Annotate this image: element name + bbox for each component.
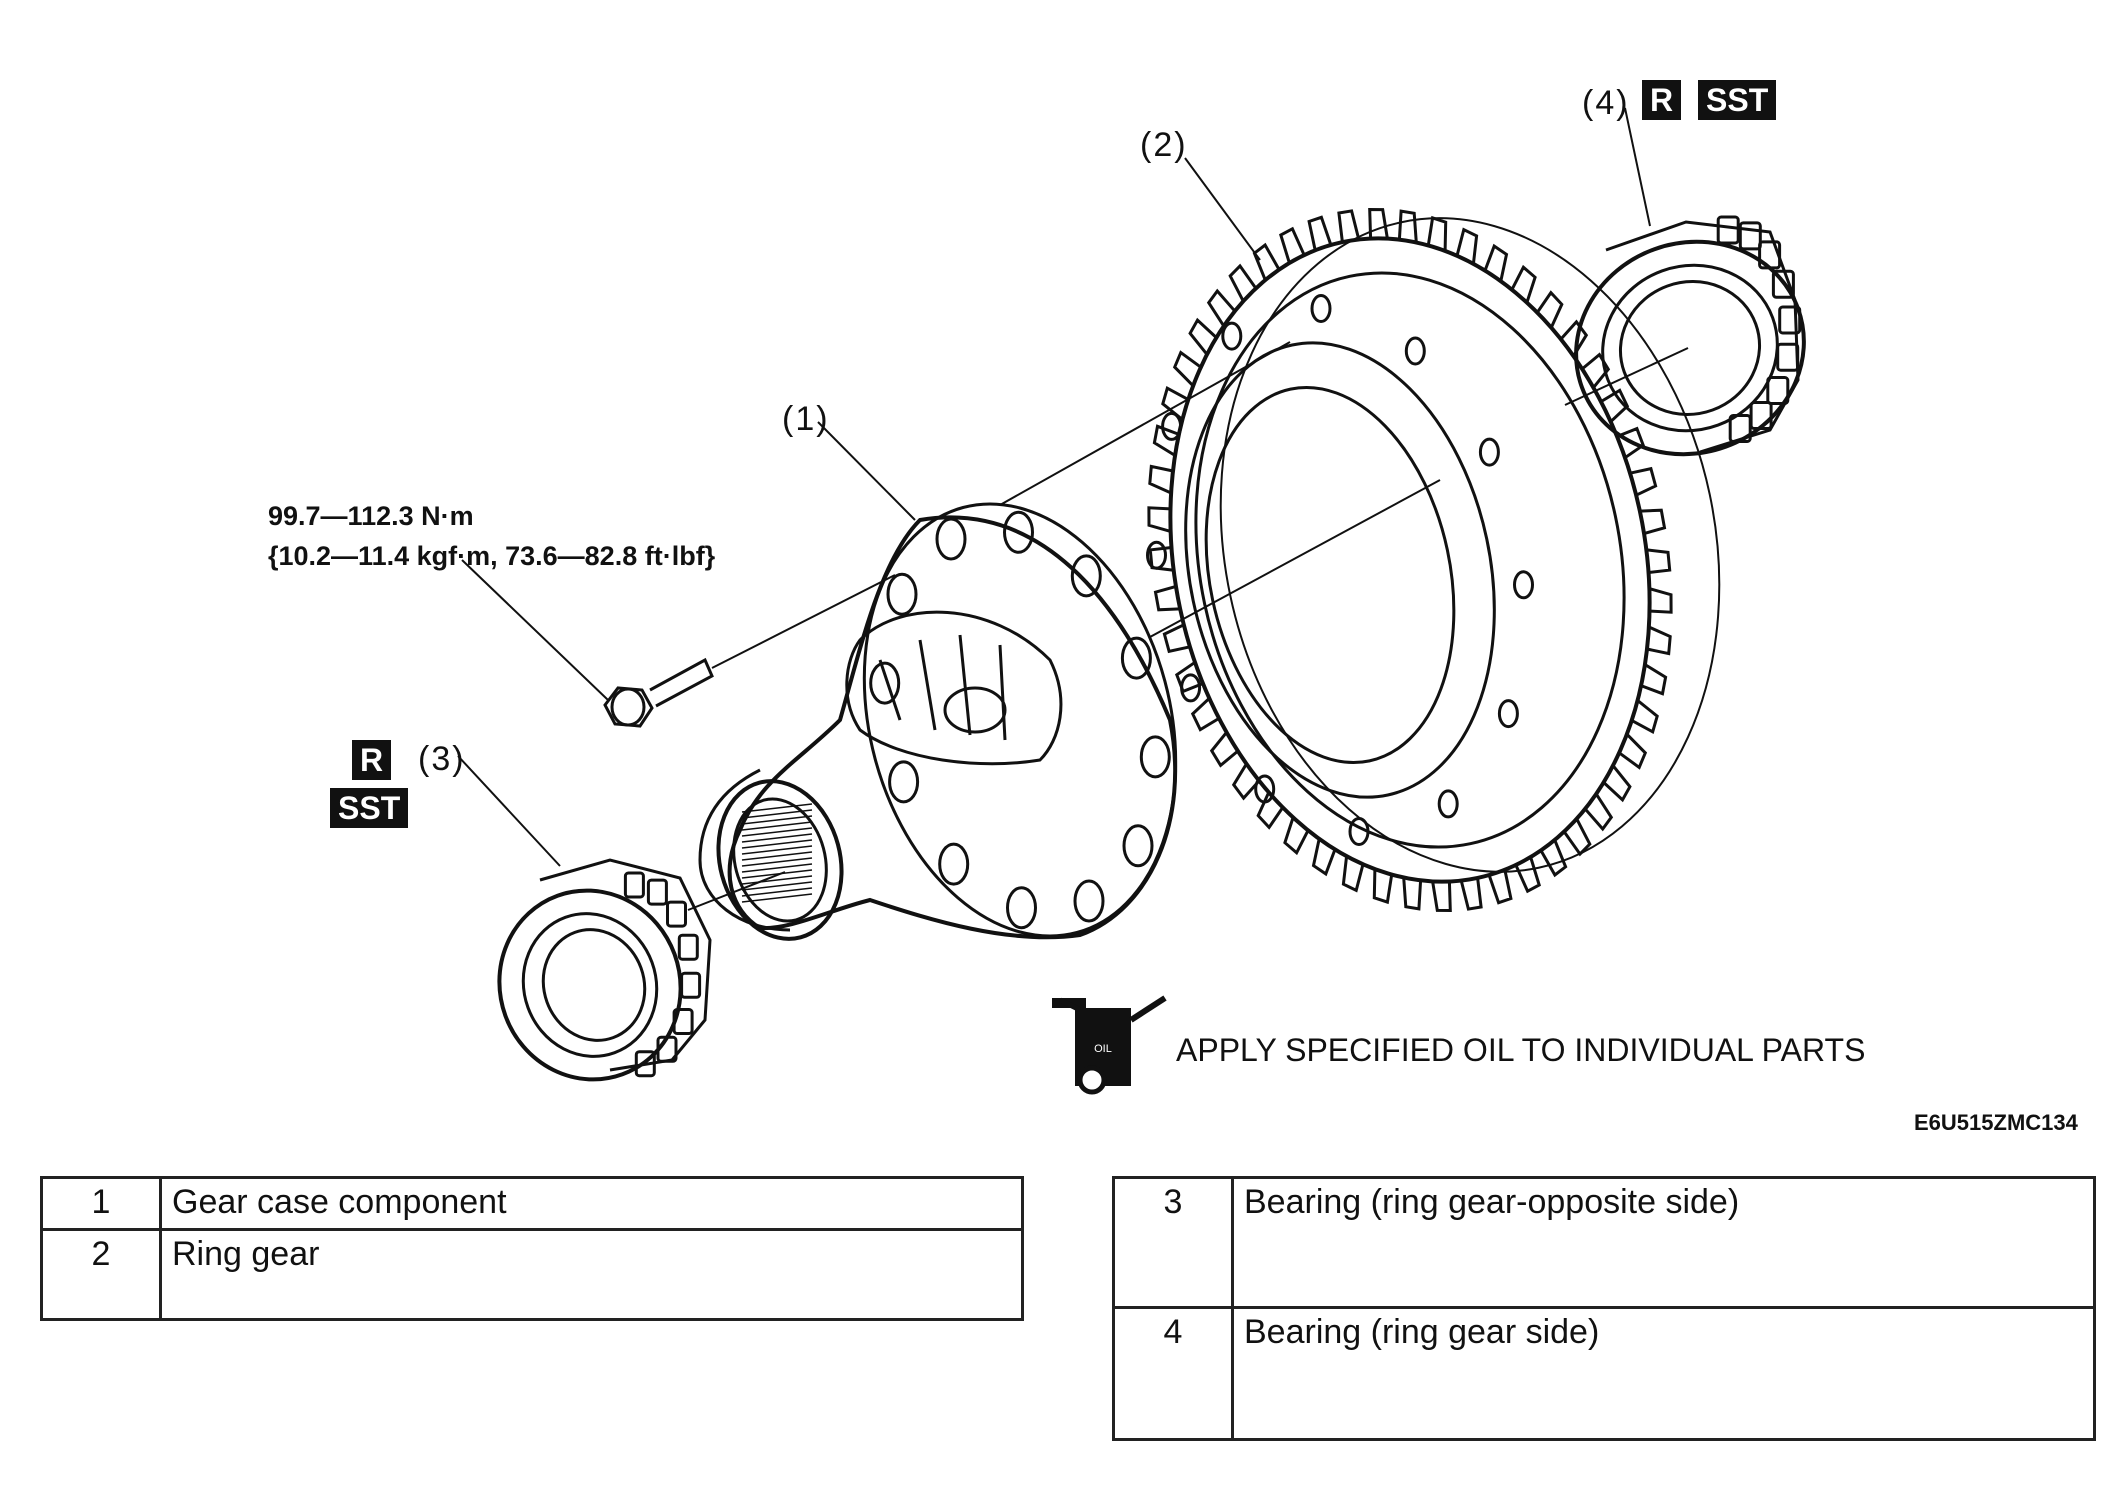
bearing-roller (1738, 221, 1762, 251)
torque-spec: 99.7—112.3 N·m {10.2—11.4 kgf·m, 73.6—82… (268, 496, 715, 576)
ring-gear-bolt-hole (1221, 321, 1243, 351)
oil-icon-label: OIL (1094, 1043, 1112, 1055)
ring-gear-bolt-hole (1310, 294, 1332, 323)
r-tag-part-4: R (1642, 80, 1682, 120)
figure-code: E6U515ZMC134 (1914, 1110, 2078, 1135)
bearing-roller (1766, 376, 1790, 405)
gear-case-bolt-hole (888, 760, 920, 804)
legend-part-name: Bearing (ring gear-opposite side) (1231, 1176, 2096, 1309)
ring-gear-bolt-hole (1180, 673, 1202, 703)
legend-part-name: Bearing (ring gear side) (1231, 1306, 2096, 1441)
legend-row: 3 Bearing (ring gear-opposite side) (1112, 1176, 2096, 1309)
bearing-roller (634, 1050, 656, 1078)
gear-case-bolt-hole (1070, 554, 1102, 598)
gear-case-bolt-hole (886, 572, 918, 616)
callout-1: (1) (782, 400, 830, 438)
ring-gear-back-rim (1219, 217, 1721, 873)
callout-2: (2) (1140, 126, 1188, 164)
gear-case-bolt-hole (935, 517, 967, 561)
gear-case-bolt-hole (1003, 510, 1034, 554)
legend-row: 4 Bearing (ring gear side) (1112, 1306, 2096, 1441)
bolt-drawing (603, 657, 714, 728)
bearing-roller (677, 933, 699, 961)
legend-part-name: Ring gear (159, 1228, 1024, 1321)
bearing-roller (680, 971, 702, 999)
gear-case-bolt-hole (1120, 636, 1152, 680)
bearing-roller (1771, 269, 1795, 299)
gear-case-bolt-hole (1073, 879, 1105, 923)
legend-number: 1 (40, 1176, 162, 1231)
r-tag-part-3: R (352, 740, 392, 780)
bearing-roller (1728, 414, 1752, 443)
ring-gear-bolt-hole (1478, 437, 1500, 467)
sst-tag-part-3: SST (330, 788, 409, 828)
legend-number: 2 (40, 1228, 162, 1321)
hub-splines (741, 803, 813, 903)
bearing-roller (1778, 305, 1802, 335)
bearing-roller (623, 871, 645, 899)
ring-gear-bolt-hole (1146, 540, 1167, 570)
legend-number: 3 (1112, 1176, 1234, 1309)
legend-table-left: 1 Gear case component 2 Ring gear (40, 1176, 1024, 1321)
bearing-roller (666, 900, 687, 928)
legend-number: 4 (1112, 1306, 1234, 1441)
bearing-roller (672, 1008, 694, 1035)
gear-case-bolt-hole (1139, 735, 1171, 779)
bearing-ring-gear-opposite-side-drawing (497, 858, 712, 1082)
bearing-roller (656, 1035, 678, 1063)
bearing-roller (1776, 342, 1800, 372)
legend-table-right: 3 Bearing (ring gear-opposite side) 4 Be… (1112, 1176, 2096, 1441)
torque-spec-alt-units: {10.2—11.4 kgf·m, 73.6—82.8 ft·lbf} (268, 541, 716, 571)
leader-lines (457, 107, 1689, 911)
ring-gear-bolt-hole (1513, 570, 1534, 600)
oil-can-icon: OIL (1052, 995, 1167, 1095)
gear-case-bolt-hole (938, 842, 970, 886)
bearing-roller (646, 878, 668, 906)
bearing-roller (1716, 215, 1740, 245)
legend-row: 2 Ring gear (40, 1228, 1024, 1321)
ring-gear-bolt-hole (1497, 699, 1519, 729)
gear-case-bolt-hole (869, 661, 901, 705)
callout-3: (3) (418, 740, 466, 778)
legend-part-name: Gear case component (159, 1176, 1024, 1231)
oil-instruction: APPLY SPECIFIED OIL TO INDIVIDUAL PARTS (1176, 1032, 1866, 1068)
legend-row: 1 Gear case component (40, 1176, 1024, 1231)
bearing-roller (1758, 240, 1782, 270)
torque-spec-metric: 99.7—112.3 N·m (268, 501, 474, 531)
bearing-ring-gear-side-drawing (1574, 215, 1806, 457)
ring-gear-teeth (1147, 207, 1673, 913)
gear-case-bolt-hole (1006, 886, 1037, 930)
ring-gear-drawing (1146, 207, 1721, 913)
ring-gear-bolt-hole (1404, 336, 1426, 366)
ring-gear-bolt-hole (1348, 817, 1370, 846)
ring-gear-bolt-hole (1437, 789, 1459, 819)
bearing-roller (1749, 401, 1773, 430)
ring-gear-bolt-hole (1254, 774, 1276, 804)
callout-4: (4) (1582, 84, 1630, 122)
gear-case-drawing (698, 502, 1178, 941)
sst-tag-part-4: SST (1698, 80, 1777, 120)
gear-case-bolt-hole (1122, 824, 1154, 868)
ring-gear-bolt-hole (1161, 411, 1183, 441)
